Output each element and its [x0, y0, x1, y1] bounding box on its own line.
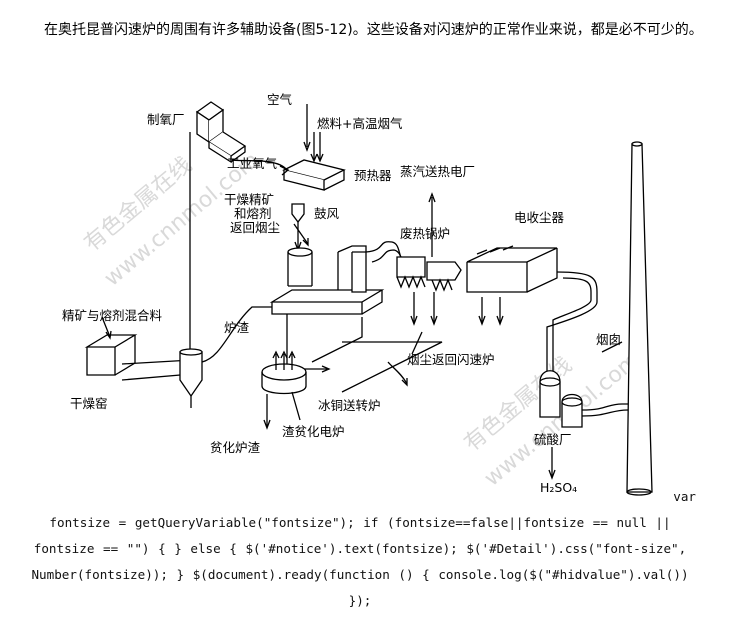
label-steam: 蒸汽送热电厂 [400, 164, 475, 179]
flash-furnace-diagram: 有色金属在线 www.cnnmol.com 有色金属在线 www.cnnmol.… [62, 92, 653, 496]
label-acid-plant: 硫酸厂 [534, 432, 572, 447]
label-industrial-oxygen: 工业氧气 [227, 156, 278, 171]
label-depleted-slag: 贫化炉渣 [210, 440, 261, 455]
label-return-dust: 返回烟尘 [230, 220, 280, 235]
oxygen-plant-shape [195, 101, 247, 164]
settler [269, 289, 385, 315]
script-body: fontsize = getQueryVariable("fontsize");… [31, 515, 689, 608]
preheater-shape [282, 159, 346, 191]
label-concentrate-mix: 精矿与熔剂混合料 [62, 308, 163, 323]
label-and-flux: 和熔剂 [234, 206, 272, 221]
label-oxygen-plant: 制氧厂 [147, 112, 185, 127]
label-waste-heat-boiler: 废热锅炉 [400, 226, 450, 241]
label-esp: 电收尘器 [514, 210, 565, 225]
label-dry-concentrate: 干燥精矿 [224, 192, 274, 207]
label-matte-to-converter: 冰铜送转炉 [318, 398, 381, 413]
script-text: var fontsize = getQueryVariable("fontsiz… [20, 484, 700, 614]
label-fuel-gas: 燃料+高温烟气 [317, 116, 403, 131]
waste-heat-boiler-shape [396, 256, 462, 292]
esp-shape [466, 245, 558, 293]
label-preheater: 预热器 [354, 168, 392, 183]
dryer-shape [84, 334, 203, 408]
slag-furnace-shape [261, 350, 307, 395]
label-dust-return: 烟尘返回闪速炉 [407, 352, 495, 367]
reaction-shaft [287, 247, 313, 287]
label-air: 空气 [267, 92, 293, 107]
acid-plant-shape [539, 370, 629, 428]
label-chimney: 烟囱 [596, 332, 621, 347]
intro-paragraph: 在奥托昆普闪速炉的周围有许多辅助设备(图5-12)。这些设备对闪速炉的正常作业来… [14, 18, 716, 43]
label-slag-furnace: 渣贫化电炉 [282, 424, 345, 439]
intro-text: 在奥托昆普闪速炉的周围有许多辅助设备(图5-12)。这些设备对闪速炉的正常作业来… [44, 22, 703, 38]
label-furnace-slag: 炉渣 [224, 320, 250, 335]
uptake [337, 245, 367, 293]
chimney-shape [626, 141, 653, 496]
label-dryer: 干燥窑 [70, 396, 108, 411]
label-h2so4: H₂SO₄ [540, 480, 577, 495]
label-blower: 鼓风 [314, 206, 340, 221]
script-var: var [673, 489, 696, 504]
